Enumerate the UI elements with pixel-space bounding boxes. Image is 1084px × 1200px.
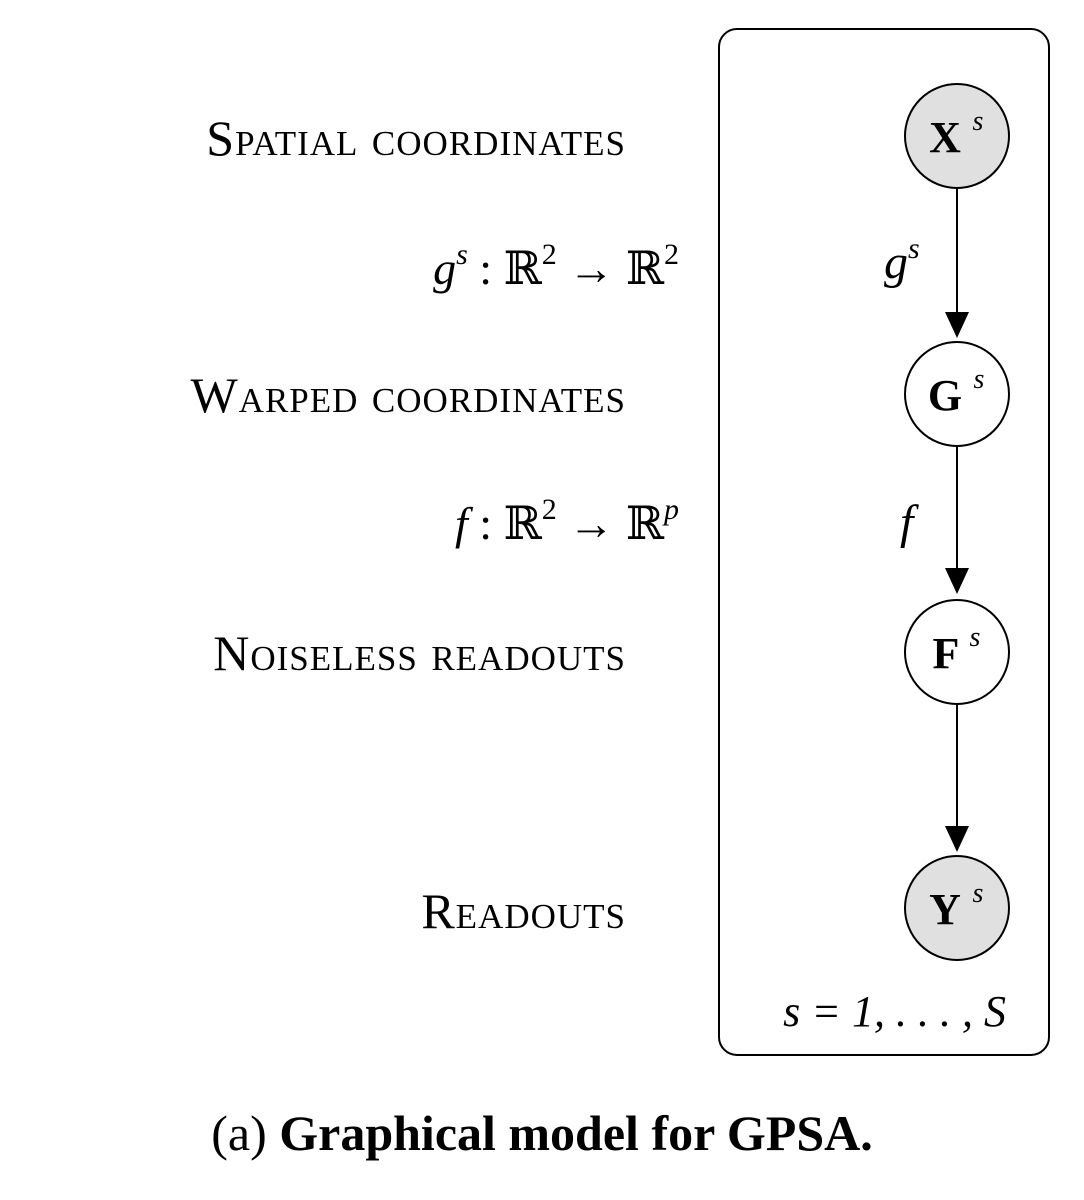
plate-box [718, 28, 1050, 1056]
node-f-sup: s [970, 622, 981, 653]
edge-g-to-f [945, 446, 969, 594]
mapping-g: gs : ℝ2 → ℝ2 [433, 240, 679, 294]
node-g: G s [904, 341, 1010, 447]
mapping-f: f : ℝ2 → ℝp [454, 495, 679, 549]
mapping-g-domain: ℝ [503, 241, 542, 295]
row-label-readouts: Readouts [421, 883, 626, 939]
node-g-symbol: G [928, 371, 962, 420]
mapping-f-arrow: → [568, 498, 615, 549]
arrowhead-icon [945, 826, 969, 852]
edge-f-to-y [945, 704, 969, 852]
row-label-spatial-coordinates: Spatial coordinates [206, 110, 626, 166]
mapping-g-codomain-exp: 2 [664, 238, 679, 271]
arrowhead-icon [945, 312, 969, 338]
mapping-f-fn: f [454, 498, 468, 549]
mapping-g-fn: g [433, 243, 457, 294]
edge-label-f: f [900, 496, 919, 549]
mapping-g-domain-exp: 2 [541, 238, 557, 271]
mapping-g-codomain: ℝ [625, 241, 664, 295]
plate-index-label: s = 1, . . . , S [783, 987, 1006, 1036]
node-x-sup: s [973, 106, 984, 137]
node-g-circle [904, 341, 1010, 447]
row-label-noiseless-readouts: Noiseless readouts [213, 625, 626, 681]
node-y-sup: s [973, 878, 984, 909]
node-g-sup: s [974, 364, 985, 395]
mapping-g-colon: : [479, 243, 493, 294]
node-x: X s [904, 83, 1010, 189]
mapping-f-codomain-exp: p [664, 493, 679, 526]
row-label-warped-coordinates: Warped coordinates [190, 367, 626, 423]
node-f: F s [904, 599, 1010, 705]
figure-caption: (a) Graphical model for GPSA. [0, 1108, 1084, 1158]
caption-prefix: (a) [211, 1105, 267, 1161]
node-x-circle [904, 83, 1010, 189]
mapping-g-arrow: → [568, 243, 615, 294]
node-y-symbol: Y [929, 885, 961, 934]
node-f-circle [904, 599, 1010, 705]
mapping-g-sup: s [456, 238, 468, 271]
mapping-f-colon: : [479, 498, 493, 549]
mapping-f-codomain: ℝ [625, 496, 664, 550]
arrowhead-icon [945, 568, 969, 594]
node-y: Y s [904, 855, 1010, 961]
edge-x-to-g [945, 188, 969, 338]
node-y-circle [904, 855, 1010, 961]
edge-label-g: gs [884, 232, 920, 289]
node-x-symbol: X [929, 113, 961, 162]
caption-text: Graphical model for GPSA. [279, 1105, 873, 1161]
mapping-f-domain: ℝ [503, 496, 542, 550]
node-f-symbol: F [933, 629, 960, 678]
mapping-f-domain-exp: 2 [541, 493, 557, 526]
